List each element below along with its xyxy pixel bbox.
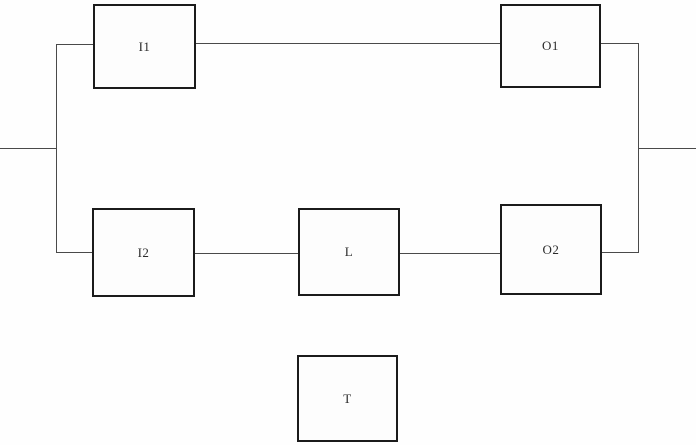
node-l-label: L xyxy=(344,244,354,259)
i1-to-o1-line xyxy=(196,43,500,44)
node-t-label: T xyxy=(343,390,352,406)
input-branch-line xyxy=(56,44,57,253)
branch-to-i1-line xyxy=(56,44,93,45)
l-to-o2-line xyxy=(400,253,500,254)
node-o1-label: O1 xyxy=(542,38,559,53)
node-i1-label: I1 xyxy=(138,38,151,54)
i2-to-l-line xyxy=(195,253,298,254)
node-t: T xyxy=(297,355,398,442)
node-i2-label: I2 xyxy=(137,244,150,260)
branch-to-i2-line xyxy=(56,252,92,253)
node-o1: O1 xyxy=(500,4,601,88)
input-line xyxy=(0,148,56,149)
node-o2: O2 xyxy=(500,204,602,295)
node-i1: I1 xyxy=(93,4,196,89)
node-o2-label: O2 xyxy=(542,241,560,257)
node-l: L xyxy=(298,208,400,296)
o1-out-line xyxy=(601,43,639,44)
o2-out-line xyxy=(602,252,639,253)
output-line xyxy=(638,148,696,149)
node-i2: I2 xyxy=(92,208,195,297)
